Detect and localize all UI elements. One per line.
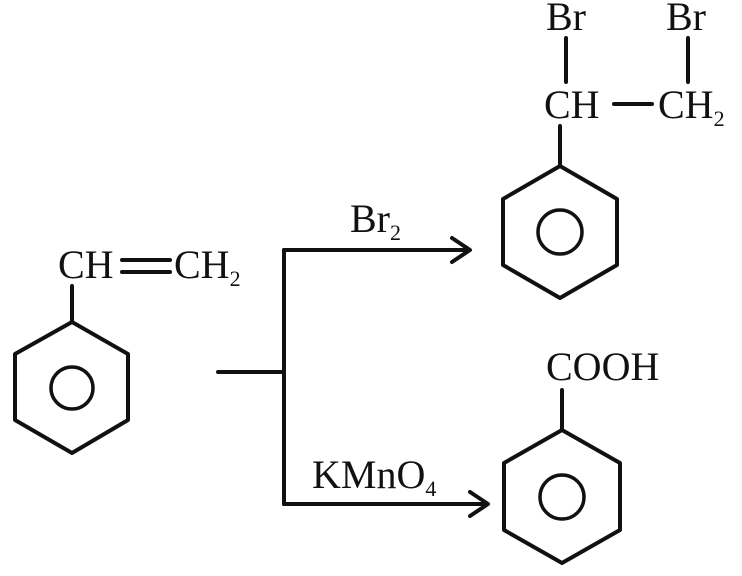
dibromide-product: Br Br CH CH2 [501,0,725,300]
benzoic-aromatic-circle [538,473,586,521]
product-ch-label: CH [544,82,600,127]
reaction-arrows [216,236,490,518]
benzoic-acid-product: COOH [502,344,659,565]
product-cooh-label: COOH [546,344,659,389]
styrene-ch-label: CH [58,242,114,287]
bromination-reagent: Br2 [350,196,401,245]
styrene-aromatic-circle [49,365,95,411]
benzoic-benzene-ring [502,428,622,565]
styrene-molecule: CH CH2 [13,242,241,455]
oxidation-reagent: KMnO4 [312,452,436,501]
styrene-ch2-label: CH2 [174,242,241,291]
oxidation-arrowhead [468,490,490,518]
product-ch2-label: CH2 [658,82,725,131]
dibromide-benzene-ring [501,164,619,300]
dibromide-aromatic-circle [536,208,584,256]
product-br2-label: Br [666,0,706,39]
bromination-arrowhead [450,236,472,264]
styrene-benzene-ring [13,320,130,455]
product-br1-label: Br [546,0,586,39]
